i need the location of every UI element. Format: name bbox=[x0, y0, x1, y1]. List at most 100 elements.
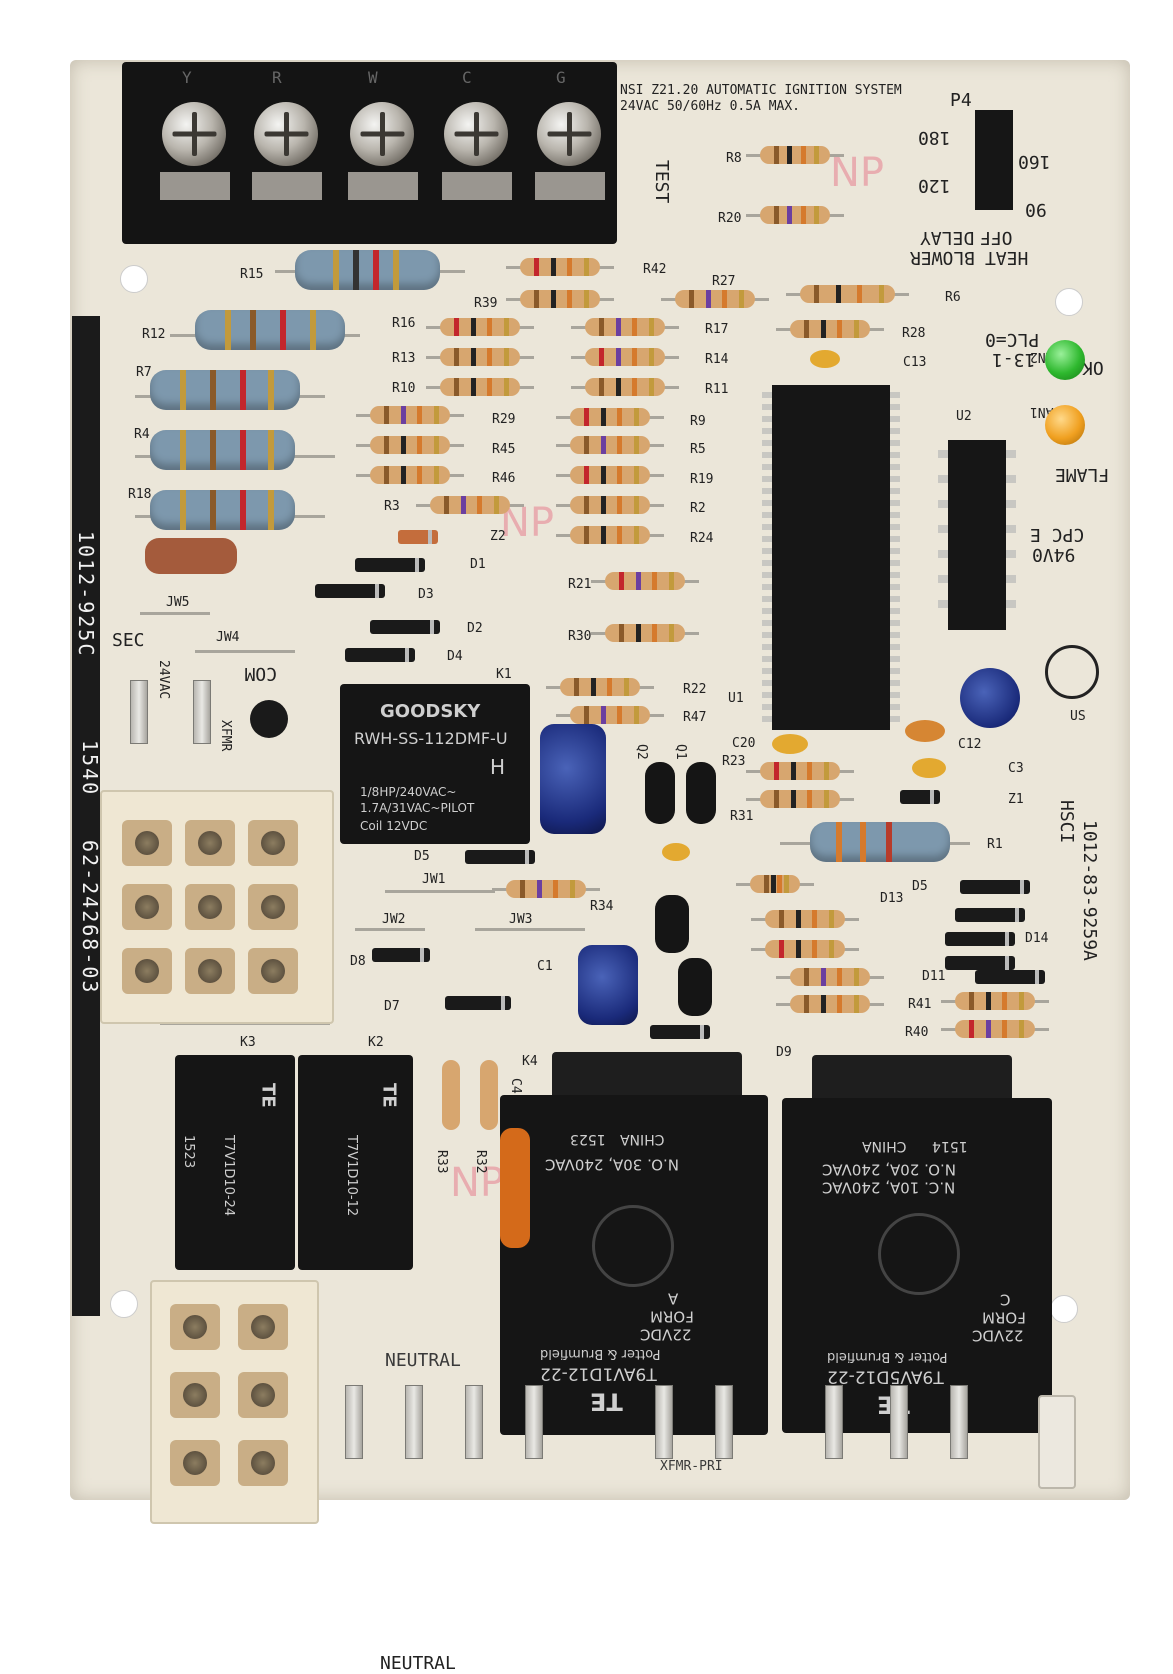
u1-pin bbox=[890, 440, 900, 446]
relay-k3-code: 1523 bbox=[181, 1135, 196, 1169]
relay-k5-model: T9AV5D12-22 bbox=[827, 1366, 944, 1387]
terminal-screw[interactable] bbox=[537, 102, 601, 166]
resistor-band bbox=[774, 790, 779, 808]
relay-k5-form: FORM bbox=[982, 1308, 1026, 1327]
spade-terminal[interactable] bbox=[890, 1385, 908, 1459]
resistor-band bbox=[739, 290, 744, 308]
label-z1: Z1 bbox=[1008, 792, 1024, 807]
resistor-band bbox=[599, 348, 604, 366]
u1-pin bbox=[762, 668, 772, 674]
terminal-label-w: W bbox=[368, 68, 378, 87]
spade-terminal[interactable] bbox=[825, 1385, 843, 1459]
resistor-band bbox=[969, 1020, 974, 1038]
terminal-screw[interactable] bbox=[444, 102, 508, 166]
resistor-band bbox=[790, 790, 796, 808]
resistor bbox=[440, 348, 520, 366]
transistor-q4 bbox=[678, 958, 712, 1016]
relay-k3: TE T7V1D10-24 1523 bbox=[175, 1055, 295, 1270]
diode-d9 bbox=[650, 1025, 710, 1039]
label-r30: R30 bbox=[568, 629, 592, 644]
u1-pin bbox=[890, 524, 900, 530]
resistor-band bbox=[584, 526, 589, 544]
u1-pin bbox=[890, 476, 900, 482]
jumper-jw1 bbox=[385, 890, 495, 893]
transistor-q3 bbox=[655, 895, 689, 953]
plc-line-2: 13-1 bbox=[992, 349, 1036, 370]
resistor-band bbox=[807, 790, 813, 808]
u1-pin bbox=[890, 680, 900, 686]
resistor-band bbox=[454, 378, 459, 396]
six-pin-connector[interactable] bbox=[150, 1280, 319, 1524]
diode-d3 bbox=[315, 584, 385, 598]
u1-pin bbox=[890, 428, 900, 434]
relay-k4-form-letter: A bbox=[668, 1289, 679, 1308]
resistor-band bbox=[477, 496, 483, 514]
resistor-band bbox=[617, 466, 623, 484]
resistor-band bbox=[854, 995, 859, 1013]
resistor-band bbox=[417, 406, 423, 424]
spade-terminal[interactable] bbox=[345, 1385, 363, 1459]
label-r3: R3 bbox=[384, 499, 400, 514]
resistor-band bbox=[820, 968, 826, 986]
resistor bbox=[955, 1020, 1035, 1038]
spade-terminal[interactable] bbox=[465, 1385, 483, 1459]
neutral-label: NEUTRAL bbox=[380, 1653, 456, 1674]
resistor-band bbox=[470, 318, 476, 336]
nine-pin-connector[interactable] bbox=[100, 790, 334, 1024]
spade-terminal[interactable] bbox=[405, 1385, 423, 1459]
label-r8: R8 bbox=[726, 151, 742, 166]
u1-pin bbox=[890, 500, 900, 506]
label-jw2: JW2 bbox=[382, 912, 406, 927]
relay-k3-brand: TE bbox=[257, 1083, 279, 1108]
u1-pin bbox=[762, 440, 772, 446]
label-r18: R18 bbox=[128, 487, 152, 502]
terminal-screw[interactable] bbox=[350, 102, 414, 166]
resistor-band bbox=[584, 408, 589, 426]
resistor-band bbox=[649, 318, 654, 336]
relay-k3-model: T7V1D10-24 bbox=[221, 1135, 236, 1217]
resistor-band bbox=[617, 526, 623, 544]
u2-pin bbox=[1006, 450, 1016, 458]
label-q1: Q1 bbox=[673, 744, 688, 760]
resistor bbox=[440, 378, 520, 396]
hsi-connector[interactable] bbox=[1038, 1395, 1076, 1489]
relay-k2-brand: TE bbox=[378, 1083, 400, 1108]
terminal-screw[interactable] bbox=[162, 102, 226, 166]
ok-label: OK bbox=[1082, 357, 1104, 378]
u1-pin bbox=[762, 620, 772, 626]
heat-delay-line-2: BLOWER bbox=[910, 247, 976, 268]
sec-label: SEC bbox=[112, 630, 145, 651]
ceramic-capacitor-c13 bbox=[772, 734, 808, 754]
resistor-band bbox=[634, 466, 639, 484]
resistor-band bbox=[652, 624, 658, 642]
spade-terminal[interactable] bbox=[950, 1385, 968, 1459]
u1-pin bbox=[890, 692, 900, 698]
resistor-band bbox=[534, 290, 539, 308]
u1-pin bbox=[762, 680, 772, 686]
ceramic-capacitor-c3 bbox=[912, 758, 946, 778]
relay-k1-model: RWH-SS-112DMF-U bbox=[354, 729, 508, 748]
com-terminal[interactable] bbox=[193, 680, 211, 744]
spade-terminal[interactable] bbox=[715, 1385, 733, 1459]
inspection-mark: NP bbox=[450, 1160, 505, 1206]
resistor-band bbox=[574, 678, 579, 696]
spade-terminal[interactable] bbox=[655, 1385, 673, 1459]
resistor-band bbox=[854, 968, 859, 986]
mount-hole bbox=[1055, 288, 1083, 316]
label-r34: R34 bbox=[590, 899, 614, 914]
resistor-band bbox=[634, 706, 639, 724]
label-d14: D14 bbox=[1025, 931, 1049, 946]
resistor-band bbox=[795, 940, 801, 958]
resistor-band bbox=[434, 466, 439, 484]
resistor-band bbox=[787, 146, 793, 164]
resistor-band bbox=[1002, 1020, 1008, 1038]
spade-terminal[interactable] bbox=[525, 1385, 543, 1459]
part-code: 1540 bbox=[78, 740, 102, 797]
terminal-screw[interactable] bbox=[254, 102, 318, 166]
label-r31: R31 bbox=[730, 809, 754, 824]
resistor-band bbox=[584, 436, 589, 454]
u1-pin bbox=[762, 560, 772, 566]
resistor-band bbox=[400, 466, 406, 484]
sec-terminal[interactable] bbox=[130, 680, 148, 744]
resistor-band bbox=[804, 968, 809, 986]
